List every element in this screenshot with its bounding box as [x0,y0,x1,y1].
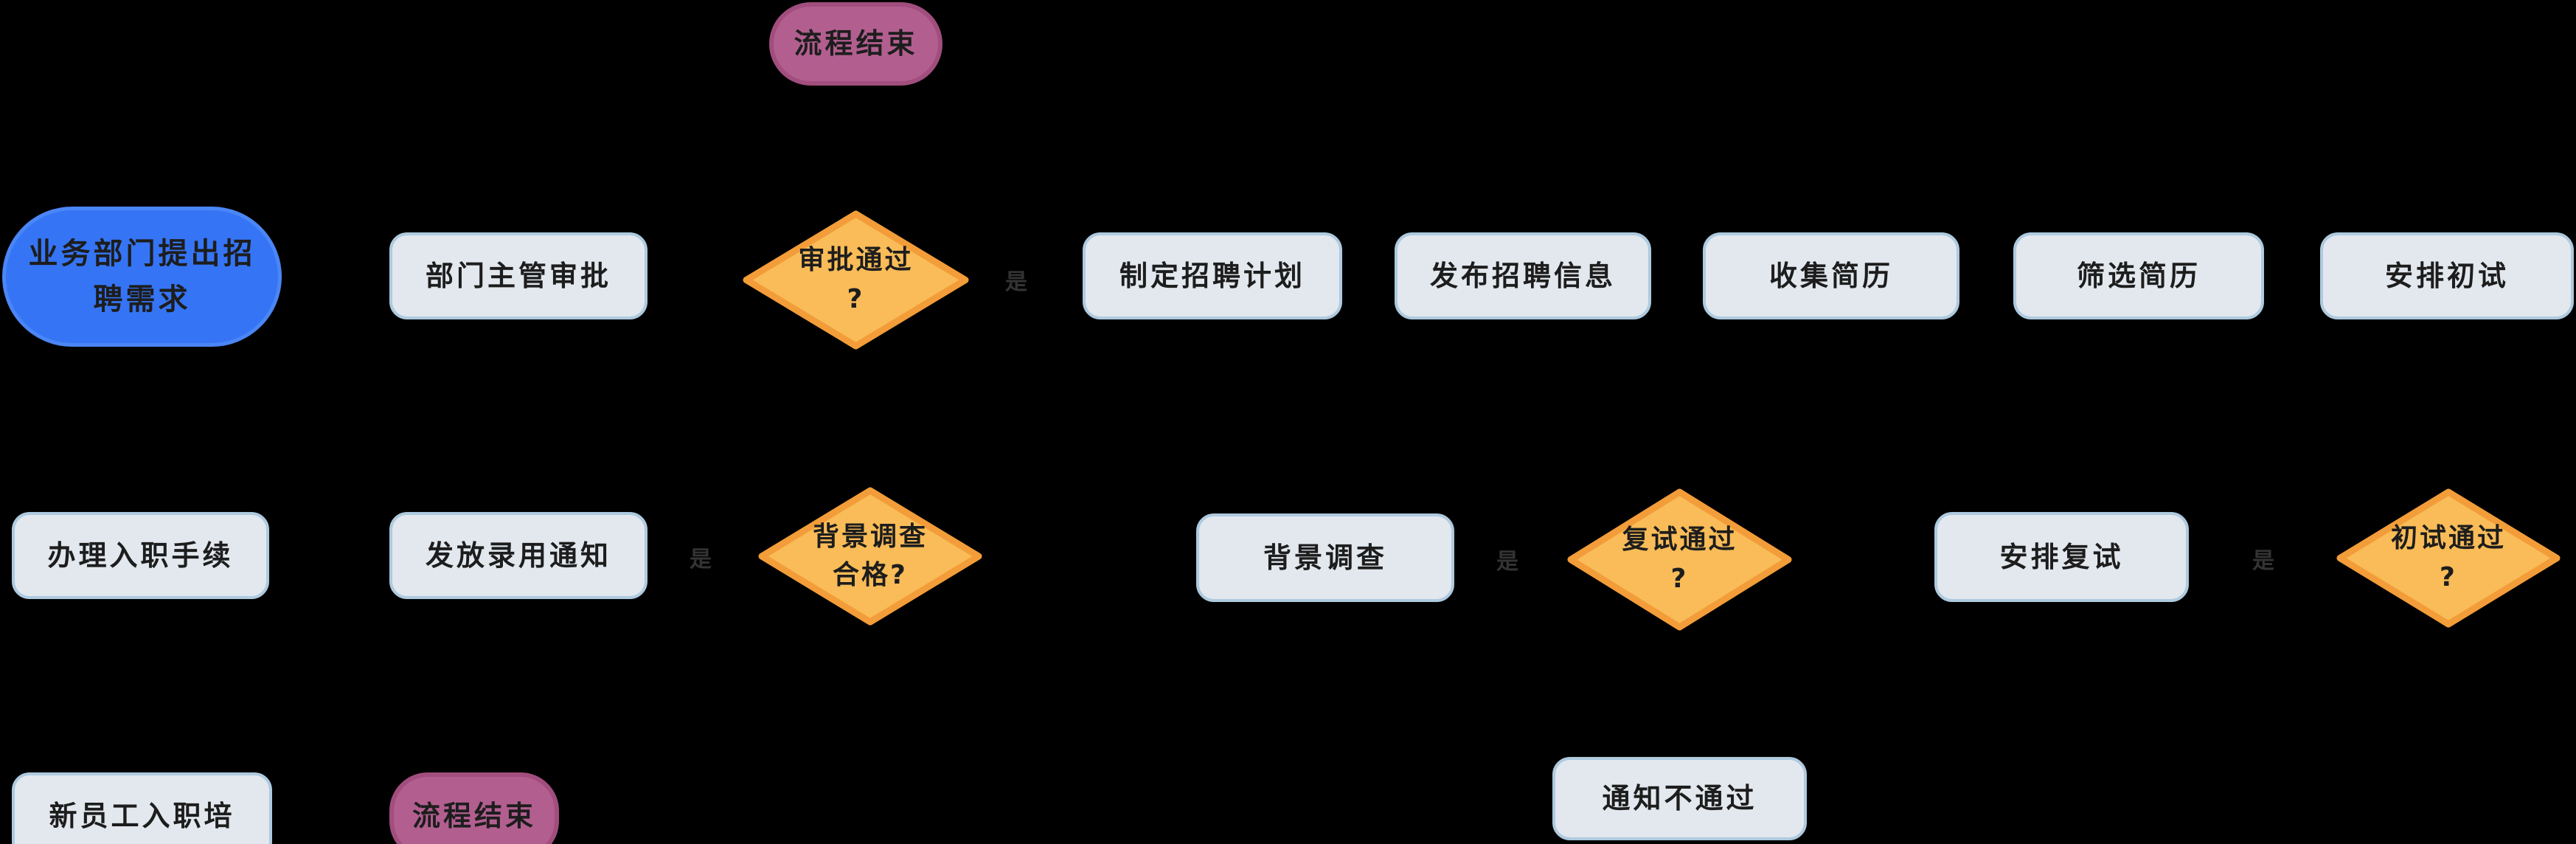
edge-label-yes-second-interview: 是 [1496,549,1518,575]
edge-label-yes-first-interview: 是 [2252,548,2274,574]
process-publish-recruitment-info: 发布招聘信息 [1395,232,1651,319]
terminal-process-end-top: 流程结束 [769,2,942,86]
process-screen-resumes: 筛选简历 [2013,232,2264,319]
diamond-shape-icon [758,487,982,626]
process-collect-resumes: 收集简历 [1703,232,1959,319]
start-node-recruitment-request: 业务部门提出招 聘需求 [2,207,282,347]
process-notify-not-passed: 通知不通过 [1552,757,1807,840]
decision-label: 初试通过 ? [2390,523,2506,592]
process-new-employee-training: 新员工入职培 [12,772,272,844]
edge-label-yes-background: 是 [690,547,712,573]
edge-label-yes-approval: 是 [1005,269,1027,295]
process-make-recruitment-plan: 制定招聘计划 [1083,232,1342,319]
process-send-offer-notice: 发放录用通知 [389,512,648,599]
process-arrange-second-interview: 安排复试 [1934,512,2189,602]
process-dept-manager-approval: 部门主管审批 [389,232,648,319]
decision-background-check-qualified: 背景调查 合格? [757,486,983,626]
diamond-shape-icon [1567,488,1792,631]
decision-label: 审批通过 ? [798,245,914,314]
decision-second-interview-passed: 复试通过 ? [1566,488,1793,632]
decision-label: 复试通过 ? [1622,525,1737,594]
terminal-process-end-bottom: 流程结束 [389,772,559,844]
process-background-check: 背景调查 [1196,513,1454,602]
decision-first-interview-passed: 初试通过 ? [2336,488,2561,629]
decision-label: 背景调查 合格? [812,521,928,590]
diamond-shape-icon [743,210,969,350]
diamond-shape-icon [2336,488,2561,628]
process-arrange-first-interview: 安排初试 [2320,232,2574,319]
decision-approval-passed: 审批通过 ? [742,210,970,350]
process-onboarding-procedures: 办理入职手续 [12,512,269,599]
